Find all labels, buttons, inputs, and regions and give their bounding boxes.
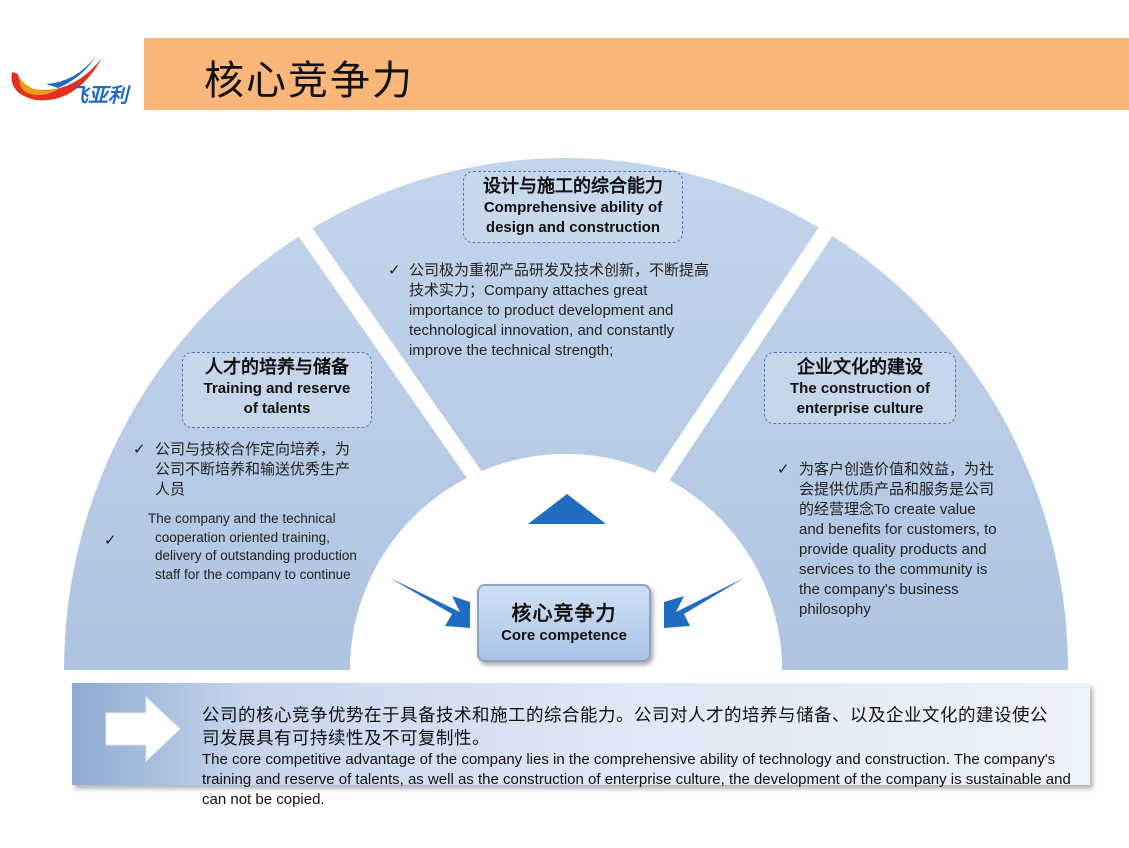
- logo-text: 飞亚利: [68, 83, 131, 107]
- left-en-line-4: staff for the company to continue: [155, 566, 351, 581]
- check-icon: ✓: [133, 440, 146, 458]
- arrow-top-icon: [528, 494, 606, 524]
- page-title: 核心竞争力: [204, 58, 414, 104]
- separator-left: [283, 205, 485, 485]
- check-icon: ✓: [104, 531, 117, 549]
- label-title-en-1: The construction of: [790, 380, 930, 397]
- middle-line-1: 公司极为重视产品研发及技术创新，不断提高: [409, 262, 710, 279]
- core-title-cn: 核心竞争力: [511, 601, 617, 625]
- right-line-7: the company's business: [799, 581, 959, 598]
- right-line-4: and benefits for customers, to: [799, 521, 997, 538]
- check-icon: ✓: [388, 261, 401, 279]
- left-line-2: 公司不断培养和输送优秀生产: [155, 461, 351, 478]
- right-line-1: 为客户创造价值和效益，为社: [799, 461, 995, 478]
- label-title-cn: 人才的培养与储备: [205, 357, 349, 378]
- core-competence-box: 核心竞争力 Core competence: [477, 584, 651, 662]
- label-title-en-1: Comprehensive ability of: [483, 199, 663, 216]
- arrow-right-icon: [664, 578, 744, 628]
- right-line-6: services to the community is: [799, 561, 988, 578]
- left-en-line-1: The company and the technical: [148, 511, 336, 526]
- right-line-8: philosophy: [799, 601, 871, 618]
- middle-line-4: technological innovation, and constantly: [409, 322, 675, 339]
- logo-swoosh-blue: [46, 56, 96, 88]
- left-en-line-2: cooperation oriented training,: [155, 529, 330, 545]
- core-title-en: Core competence: [501, 627, 627, 644]
- logo-swoosh-orange: [19, 78, 60, 96]
- header-bar: [144, 38, 1129, 110]
- left-line-1: 公司与技校合作定向培养，为: [155, 441, 351, 458]
- company-logo-icon: 飞亚利: [11, 56, 131, 107]
- label-title-cn: 设计与施工的综合能力: [483, 176, 663, 197]
- label-title-en-2: design and construction: [485, 219, 661, 236]
- middle-line-3: importance to product development and: [409, 302, 674, 319]
- middle-bullet-text: 公司极为重视产品研发及技术创新，不断提高 技术实力；Company attach…: [409, 261, 769, 361]
- right-line-3: 的经营理念To create value: [799, 501, 976, 518]
- segment-ring: [64, 158, 1068, 670]
- check-icon: ✓: [777, 460, 790, 478]
- label-title-en-2: enterprise culture: [796, 400, 924, 417]
- left-bullet-cn: 公司与技校合作定向培养，为 公司不断培养和输送优秀生产 人员: [155, 440, 385, 500]
- label-box-talents: 人才的培养与储备 Training and reserve of talents: [182, 352, 372, 428]
- left-en-line-3: delivery of outstanding production: [155, 548, 357, 563]
- summary-text-cn: 公司的核心竞争优势在于具备技术和施工的综合能力。公司对人才的培养与储备、以及企业…: [202, 706, 1048, 749]
- middle-line-2: 技术实力；Company attaches great: [409, 282, 648, 299]
- right-arrow-icon: [105, 695, 181, 763]
- label-box-design-construction: 设计与施工的综合能力 Comprehensive ability of desi…: [463, 171, 683, 243]
- label-title-cn: 企业文化的建设: [797, 357, 923, 378]
- label-box-culture: 企业文化的建设 The construction of enterprise c…: [764, 352, 956, 424]
- label-title-en-2: of talents: [243, 400, 311, 417]
- separator-right: [653, 205, 847, 485]
- right-line-5: provide quality products and: [799, 541, 987, 558]
- summary-bar: [72, 683, 1090, 785]
- right-line-2: 会提供优质产品和服务是公司: [799, 481, 995, 498]
- summary-text-en: The core competitive advantage of the co…: [202, 751, 1071, 808]
- middle-line-5: improve the technical strength;: [409, 342, 614, 359]
- left-line-3: 人员: [155, 481, 186, 498]
- label-title-en-1: Training and reserve: [203, 380, 351, 397]
- right-bullet-text: 为客户创造价值和效益，为社 会提供优质产品和服务是公司 的经营理念To crea…: [799, 460, 1039, 620]
- arrow-left-icon: [390, 578, 470, 628]
- left-bullet-en: The company and the technical cooperatio…: [148, 510, 388, 580]
